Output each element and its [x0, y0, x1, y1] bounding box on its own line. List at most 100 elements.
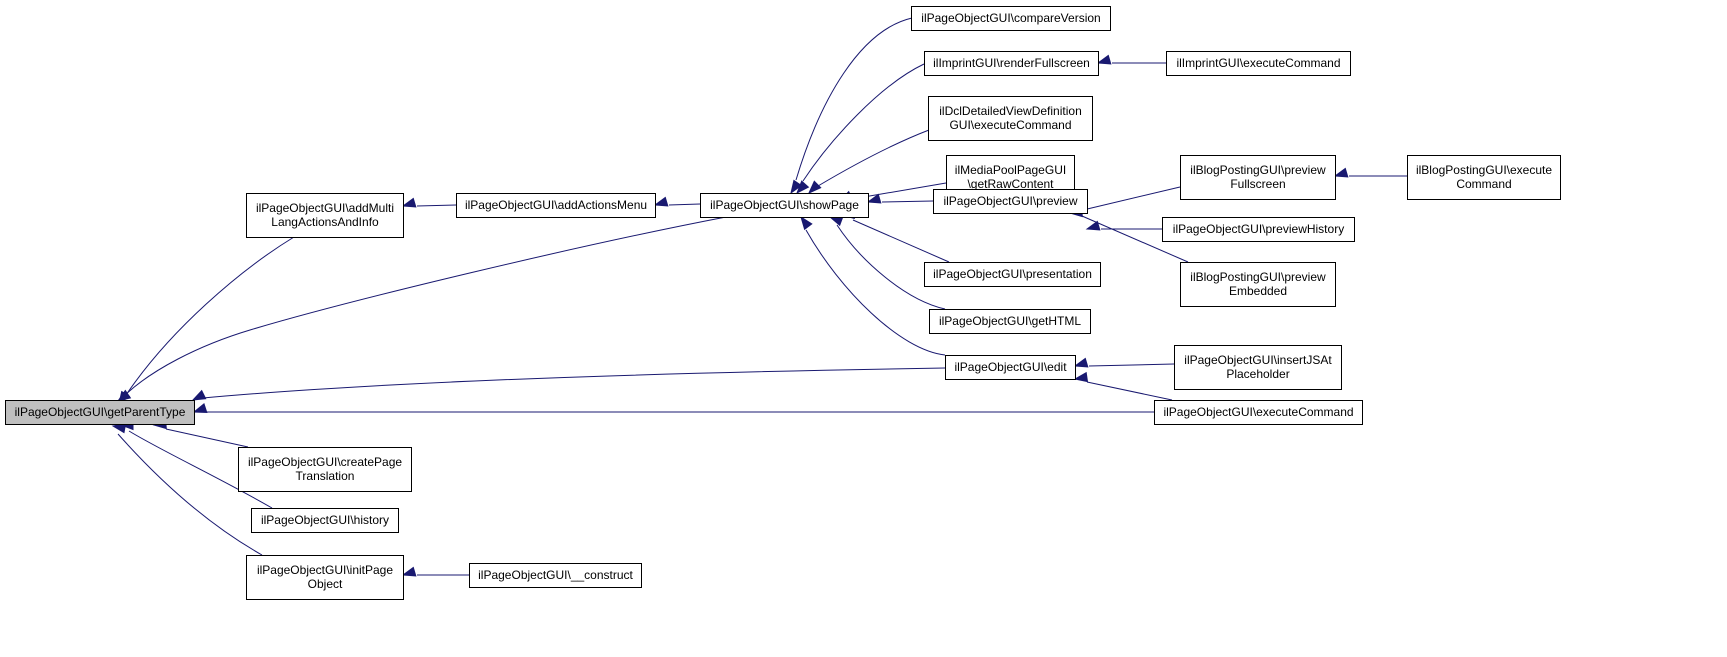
edge-line [852, 219, 950, 263]
arrowhead-icon [1096, 54, 1112, 65]
edge-line [817, 129, 930, 187]
node-box [469, 563, 642, 588]
edge-construct-to-initPage [401, 566, 469, 577]
edge-line [1086, 381, 1173, 401]
node-getParentType[interactable]: ilPageObjectGUI\getParentType [5, 400, 195, 425]
edge-line [836, 224, 946, 310]
arrowhead-icon [790, 179, 803, 195]
node-label: ilPageObjectGUI\presentation [933, 267, 1092, 281]
edge-imprintRender-to-showPage [796, 63, 925, 195]
node-imprintRender[interactable]: ilImprintGUI\renderFullscreen [924, 51, 1099, 76]
arrowhead-icon [1073, 357, 1089, 368]
node-box [1407, 155, 1561, 200]
node-box [1180, 155, 1336, 200]
node-box [945, 355, 1076, 380]
edge-blogExec-to-blogPrevFull [1333, 167, 1407, 178]
node-edit[interactable]: ilPageObjectGUI\edit [945, 355, 1076, 380]
node-label: ilPageObjectGUI\insertJSAt [1184, 353, 1332, 367]
node-dclExec[interactable]: ilDclDetailedViewDefinitionGUI\executeCo… [928, 96, 1093, 141]
arrowhead-icon [116, 389, 132, 402]
edge-dclExec-to-showPage [807, 129, 930, 195]
node-addMultiLang[interactable]: ilPageObjectGUI\addMultiLangActionsAndIn… [246, 193, 404, 238]
node-box [929, 309, 1091, 334]
node-box [928, 96, 1093, 141]
node-prevHistory[interactable]: ilPageObjectGUI\previewHistory [1162, 217, 1355, 242]
arrowhead-icon [1073, 371, 1089, 383]
node-construct[interactable]: ilPageObjectGUI\__construct [469, 563, 642, 588]
node-showPage[interactable]: ilPageObjectGUI\showPage [700, 193, 869, 218]
node-label: Command [1456, 177, 1511, 191]
arrowhead-icon [807, 180, 822, 195]
nodes-layer: ilPageObjectGUI\getParentType ilPageObjec… [5, 6, 1561, 600]
node-getHTML[interactable]: ilPageObjectGUI\getHTML [929, 309, 1091, 334]
node-label: GUI\executeCommand [949, 118, 1071, 132]
node-compareVersion[interactable]: ilPageObjectGUI\compareVersion [911, 6, 1111, 31]
node-box [933, 189, 1088, 214]
node-box [1154, 400, 1363, 425]
node-box [924, 51, 1099, 76]
node-box [1174, 345, 1342, 390]
node-addActionsMenu[interactable]: ilPageObjectGUI\addActionsMenu [456, 193, 656, 218]
node-label: \getRawContent [967, 177, 1054, 191]
arrowhead-icon [653, 196, 669, 207]
edge-preview-to-showPage [866, 193, 934, 204]
arrowhead-icon [828, 216, 844, 227]
node-label: ilPageObjectGUI\previewHistory [1173, 222, 1344, 236]
edge-pageExec-to-getParentType [192, 403, 1154, 414]
node-label: ilPageObjectGUI\getHTML [939, 314, 1081, 328]
node-box [246, 555, 404, 600]
node-preview[interactable]: ilPageObjectGUI\preview [933, 189, 1088, 214]
node-label: ilBlogPostingGUI\preview [1190, 270, 1326, 284]
edge-line [668, 203, 701, 206]
node-label: ilPageObjectGUI\history [261, 513, 389, 527]
edge-pageExec-to-edit [1073, 371, 1173, 401]
arrowhead-icon [796, 180, 810, 195]
node-label: ilPageObjectGUI\addActionsMenu [465, 198, 647, 212]
node-box [5, 400, 195, 425]
node-box [238, 447, 412, 492]
node-label: ilImprintGUI\renderFullscreen [933, 56, 1090, 70]
edge-imprintExec-to-imprintRender [1096, 54, 1166, 65]
node-box [1162, 217, 1355, 242]
node-box [924, 262, 1101, 287]
node-imprintExec[interactable]: ilImprintGUI\executeCommand [1166, 51, 1351, 76]
edge-showPage-to-getParentType [116, 216, 727, 402]
edge-line [795, 17, 913, 181]
node-label: Fullscreen [1230, 177, 1285, 191]
node-box [1180, 262, 1336, 307]
node-label: ilPageObjectGUI\showPage [710, 198, 859, 212]
node-presentation[interactable]: ilPageObjectGUI\presentation [924, 262, 1101, 287]
edge-line [125, 236, 295, 396]
node-box [911, 6, 1111, 31]
edge-line [881, 200, 934, 203]
node-label: ilBlogPostingGUI\preview [1190, 163, 1326, 177]
node-label: ilPageObjectGUI\preview [943, 194, 1077, 208]
node-box [456, 193, 656, 218]
edge-line [805, 229, 946, 356]
node-label: ilPageObjectGUI\getParentType [15, 405, 186, 419]
edge-line [121, 216, 727, 399]
edge-line [202, 367, 946, 399]
node-box [246, 193, 404, 238]
arrowhead-icon [111, 423, 127, 434]
node-label: ilPageObjectGUI\createPage [248, 455, 402, 469]
arrowhead-icon [800, 215, 813, 231]
node-pageExec[interactable]: ilPageObjectGUI\executeCommand [1154, 400, 1363, 425]
node-label: ilPageObjectGUI\initPage [257, 563, 393, 577]
arrowhead-icon [191, 389, 207, 401]
edge-line [128, 430, 273, 509]
node-box [251, 508, 399, 533]
node-label: Placeholder [1226, 367, 1289, 381]
node-label: ilPageObjectGUI\edit [954, 360, 1067, 374]
node-history[interactable]: ilPageObjectGUI\history [251, 508, 399, 533]
node-label: LangActionsAndInfo [271, 215, 379, 229]
node-blogExec[interactable]: ilBlogPostingGUI\executeCommand [1407, 155, 1561, 200]
arrowhead-icon [401, 566, 417, 577]
node-label: ilBlogPostingGUI\execute [1416, 163, 1552, 177]
